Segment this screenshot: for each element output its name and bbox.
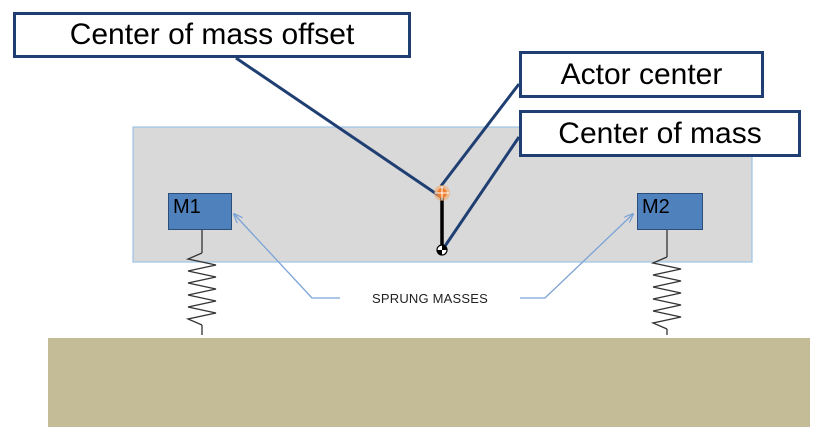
mass-m2: M2 xyxy=(637,193,703,230)
sprung-mass-arrow-left xyxy=(234,214,340,299)
leader-line-offset xyxy=(235,56,442,199)
leader-line-center-of-mass xyxy=(441,136,521,250)
callout-actor-center: Actor center xyxy=(519,51,764,98)
ground-block xyxy=(48,338,810,427)
actor-center-icon xyxy=(434,185,450,201)
spring-right xyxy=(650,230,682,335)
callout-center-of-mass-offset: Center of mass offset xyxy=(13,12,411,58)
sprung-masses-label: SPRUNG MASSES xyxy=(371,291,488,306)
center-of-mass-icon xyxy=(436,244,448,256)
mass-m1: M1 xyxy=(168,193,232,230)
spring-left xyxy=(185,230,217,335)
sprung-mass-arrow-right xyxy=(520,214,633,299)
leader-line-actor-center xyxy=(439,83,521,187)
callout-center-of-mass: Center of mass xyxy=(519,110,801,157)
